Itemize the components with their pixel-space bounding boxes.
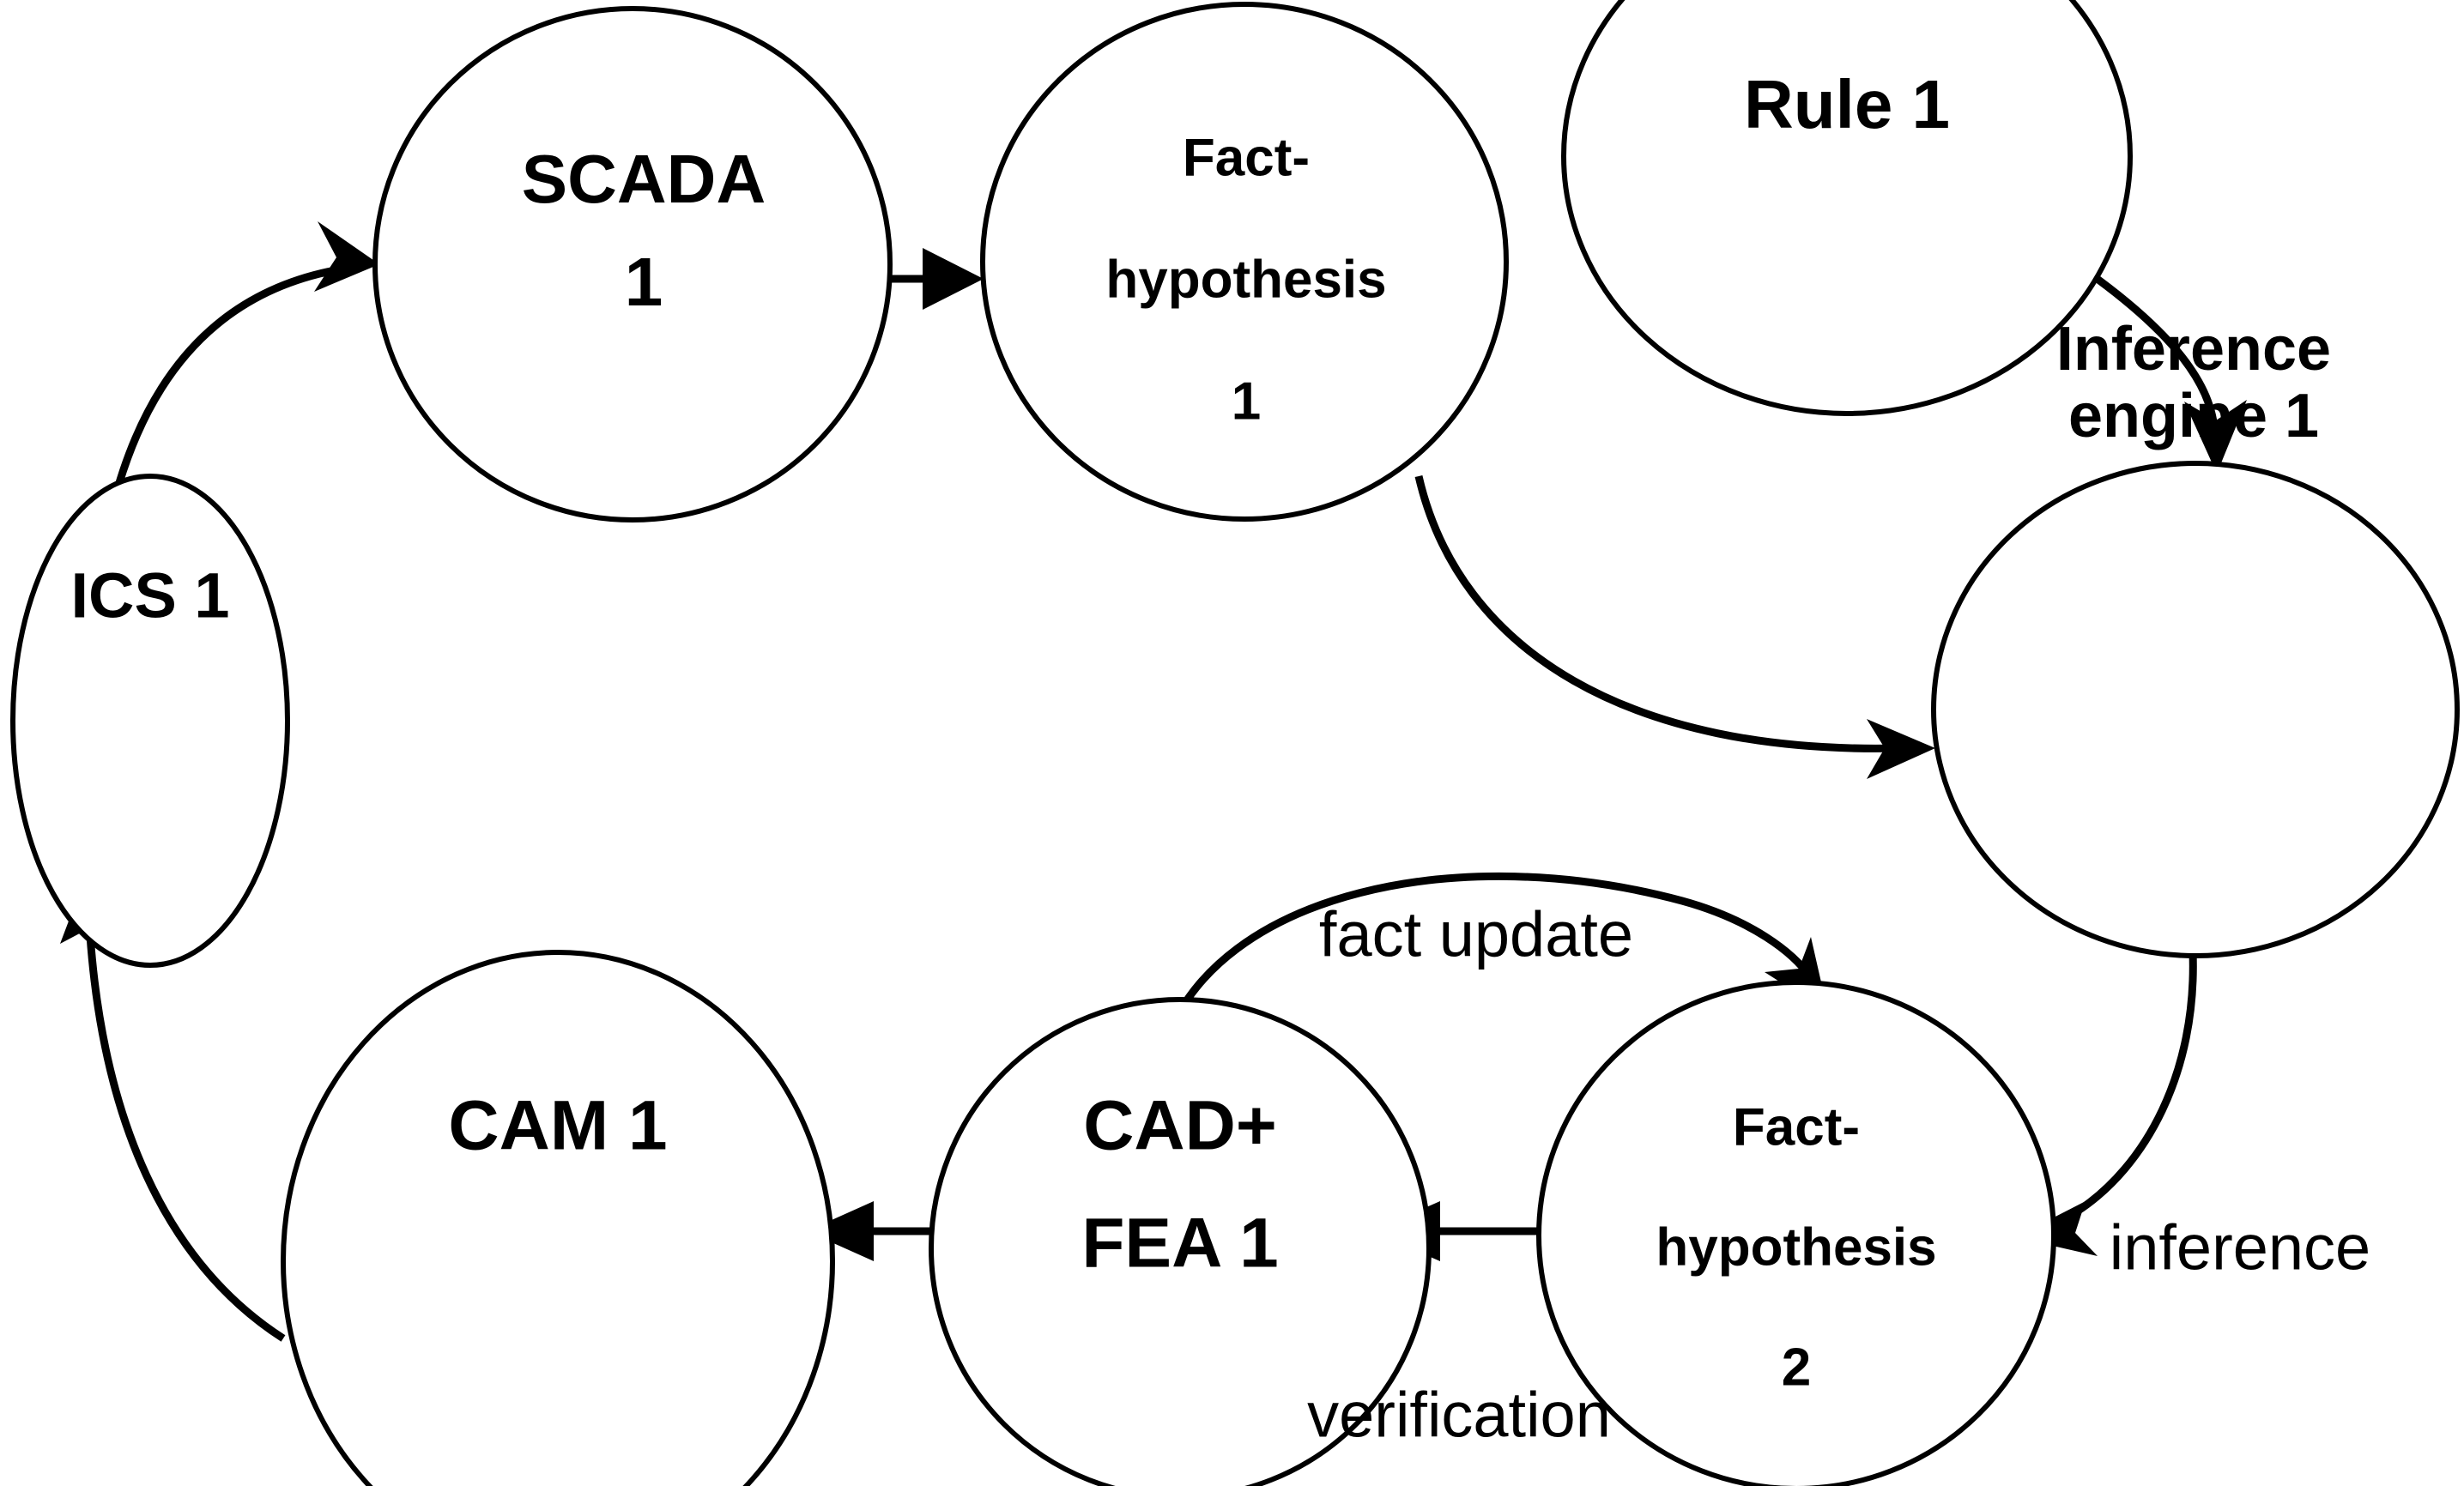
edge-path-rule1-ie1	[2086, 269, 2219, 430]
edge-inference-engine1-to-facthyp2	[2015, 951, 2197, 1256]
node-shape-scada1[interactable]	[372, 6, 893, 523]
edge-facthyp1-to-inference-engine1	[1414, 474, 1935, 779]
arrowhead-ics1-scada1	[314, 221, 379, 292]
node-label-cadfea1-line1: CAD+	[1083, 1087, 1277, 1165]
node-shape-ics1[interactable]	[10, 474, 290, 968]
node-shape-fact-hypothesis-2[interactable]	[1536, 980, 2056, 1486]
node-shape-inference-engine-1[interactable]	[1931, 461, 2460, 958]
arrowhead-facthyp1-ie1	[1867, 719, 1935, 779]
edge-path-cam1-ics1	[86, 934, 286, 1342]
node-label-scada1-line2: 1	[625, 244, 663, 320]
edge-path-facthyp1-ie1	[1414, 474, 1902, 752]
node-shape-cad-fea-1[interactable]	[929, 997, 1432, 1486]
node-label-facthyp2-line1: Fact-	[1733, 1097, 1860, 1157]
node-inference-engine-1[interactable]: Inference engine 1	[1931, 315, 2460, 958]
node-label-cam1-line1: CAM 1	[448, 1087, 667, 1165]
node-label-scada1-line1: SCADA	[522, 141, 766, 217]
edge-scada1-to-facthyp1	[888, 248, 984, 310]
node-shape-fact-hypothesis-1[interactable]	[980, 2, 1509, 522]
arrowhead-scada1-facthyp1	[923, 248, 984, 310]
node-label-cadfea1-line2: FEA 1	[1081, 1205, 1278, 1283]
node-label-ie1-line1: Inference	[2056, 315, 2331, 384]
edge-path-ie1-facthyp2	[2074, 951, 2197, 1215]
node-label-facthyp2-line3: 2	[1782, 1338, 1811, 1397]
node-label-facthyp1-line2: hypothesis	[1105, 250, 1386, 309]
edge-path-cadfea1-facthyp2	[1161, 872, 1814, 1044]
edge-rule1-to-inference-engine1	[2086, 269, 2247, 474]
node-label-facthyp1-line1: Fact-	[1183, 128, 1310, 187]
edge-label-fact-update: fact update	[1319, 899, 1633, 970]
node-fact-hypothesis-2[interactable]: Fact- hypothesis 2	[1536, 980, 2056, 1486]
node-label-ics1-line1: ICS 1	[70, 560, 229, 631]
node-scada1[interactable]: SCADA 1	[372, 6, 893, 523]
arrowhead-cadfea1-cam1	[807, 1201, 874, 1261]
arrowhead-rule1-ie1	[2184, 400, 2247, 474]
node-label-facthyp2-line2: hypothesis	[1656, 1217, 1936, 1277]
node-ics1[interactable]: ICS 1	[10, 474, 290, 968]
node-shape-rule1[interactable]	[1561, 0, 2133, 416]
edge-label-verification: verification	[1307, 1380, 1611, 1451]
node-label-facthyp1-line3: 1	[1232, 372, 1261, 431]
node-cad-fea-1[interactable]: CAD+ FEA 1	[929, 997, 1432, 1486]
edge-label-inference: inference	[2110, 1212, 2370, 1284]
edge-cadfea1-to-cam1	[807, 1201, 935, 1261]
node-shape-cam1[interactable]	[281, 950, 835, 1486]
node-rule1[interactable]: Rule 1	[1561, 0, 2133, 416]
node-label-rule1-line1: Rule 1	[1744, 66, 1950, 142]
node-label-ie1-line2: engine 1	[2068, 382, 2319, 450]
node-fact-hypothesis-1[interactable]: Fact- hypothesis 1	[980, 2, 1509, 522]
arrowhead-ie1-facthyp2	[2015, 1201, 2098, 1256]
node-cam1[interactable]: CAM 1	[281, 950, 835, 1486]
